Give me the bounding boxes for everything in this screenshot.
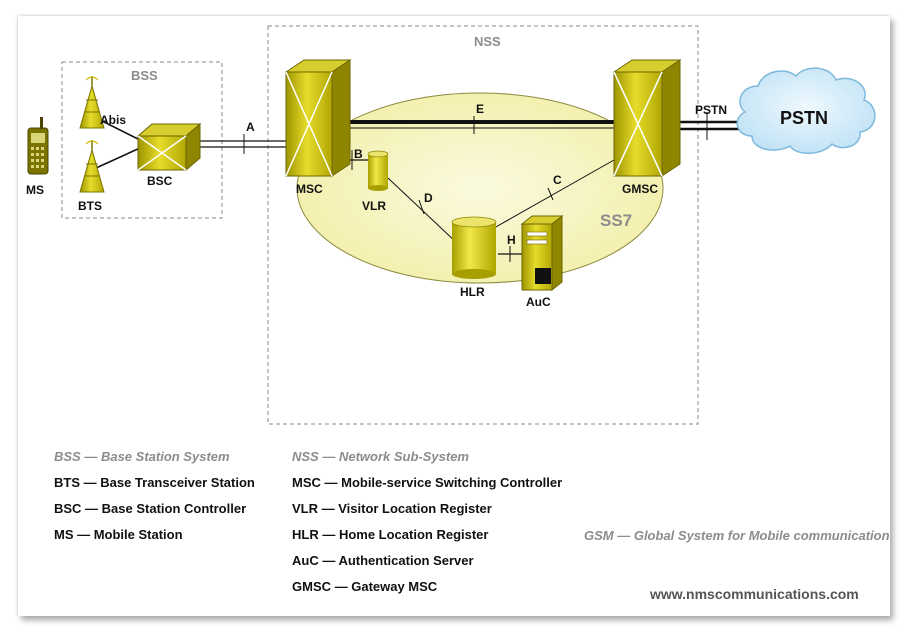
antenna-tower-icon [79,140,105,193]
bss-group-label: BSS [131,68,158,83]
links [95,117,740,255]
nss-group-label: NSS [474,34,501,49]
legend-nss: NSS — Network Sub-System MSC — Mobile-se… [292,444,562,600]
legend-gsm: GSM — Global System for Mobile communica… [584,528,890,543]
legend-item: VLR — Visitor Location Register [292,501,492,516]
hlr-label: HLR [460,285,485,299]
interface-a-label: A [246,120,255,134]
ss7-network [296,92,664,284]
legend-item: BSC — Base Station Controller [54,501,247,516]
nss-group-box [267,25,699,425]
interface-b-label: B [354,147,363,161]
interface-e-label: E [476,102,484,116]
legend-bss: BSS — Base Station System BTS — Base Tra… [54,444,255,548]
mobile-phone-icon [27,117,49,175]
switch-cube-icon [284,59,352,177]
abis-label: Abis [100,113,126,127]
legend-item: MS — Mobile Station [54,527,183,542]
vlr-label: VLR [362,199,386,213]
pstn-label: PSTN [780,108,828,128]
msc-label: MSC [296,182,323,196]
link-bts-bsc-top [95,117,141,141]
link-bts-bsc-bottom [95,147,141,169]
auc-label: AuC [526,295,551,309]
legend-item: AuC — Authentication Server [292,553,474,568]
legend-item: HLR — Home Location Register [292,527,489,542]
link-gmsc-hlr-c [493,159,615,229]
bsc-label: BSC [147,174,173,188]
interface-h-label: H [507,233,516,247]
website-url: www.nmscommunications.com [650,586,859,602]
ss7-label: SS7 [600,211,632,230]
bss-group-box [61,61,223,219]
bts-label: BTS [78,199,102,213]
legend-bss-title: BSS — Base Station System [54,449,230,464]
interface-d-label: D [424,191,433,205]
legend-item: BTS — Base Transceiver Station [54,475,255,490]
server-icon [520,214,564,292]
pstn-link-label: PSTN [695,103,727,117]
database-cylinder-icon [367,150,389,191]
legend-item: GMSC — Gateway MSC [292,579,438,594]
cloud-icon [736,67,876,154]
antenna-tower-icon [79,76,105,129]
interface-c-label: C [553,173,562,187]
gmsc-label: GMSC [622,182,658,196]
database-cylinder-icon [451,216,497,279]
legend-nss-title: NSS — Network Sub-System [292,449,469,464]
interface-ticks [243,112,708,262]
switch-cube-icon [612,59,682,177]
ms-label: MS [26,183,44,197]
switch-cube-icon [136,122,202,172]
legend-item: MSC — Mobile-service Switching Controlle… [292,475,563,490]
